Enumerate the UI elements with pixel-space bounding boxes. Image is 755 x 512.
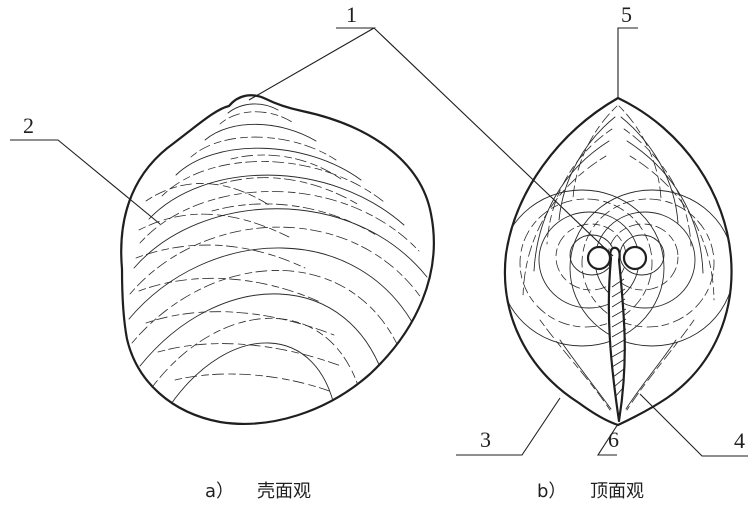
left-shell-outline (121, 95, 434, 424)
leader-line-1a (249, 28, 374, 100)
left-shell-valve-view (121, 95, 434, 424)
caption-left-marker: a） (205, 481, 234, 502)
callout-label-5: 5 (621, 2, 632, 27)
callout-label-4: 4 (734, 428, 745, 453)
callout-label-1: 1 (346, 2, 357, 27)
leader-line-3 (456, 398, 560, 455)
caption-right-marker: b） (537, 481, 566, 502)
callout-label-6: 6 (608, 427, 619, 452)
captions: a） 壳面观 b） 顶面观 (205, 481, 644, 502)
caption-right-title: 顶面观 (590, 481, 644, 502)
caption-left-title: 壳面观 (257, 481, 311, 502)
callout-label-2: 2 (23, 113, 34, 138)
right-shell-top-view (500, 98, 734, 425)
callout-label-3: 3 (480, 427, 491, 452)
leader-line-5 (618, 28, 638, 98)
